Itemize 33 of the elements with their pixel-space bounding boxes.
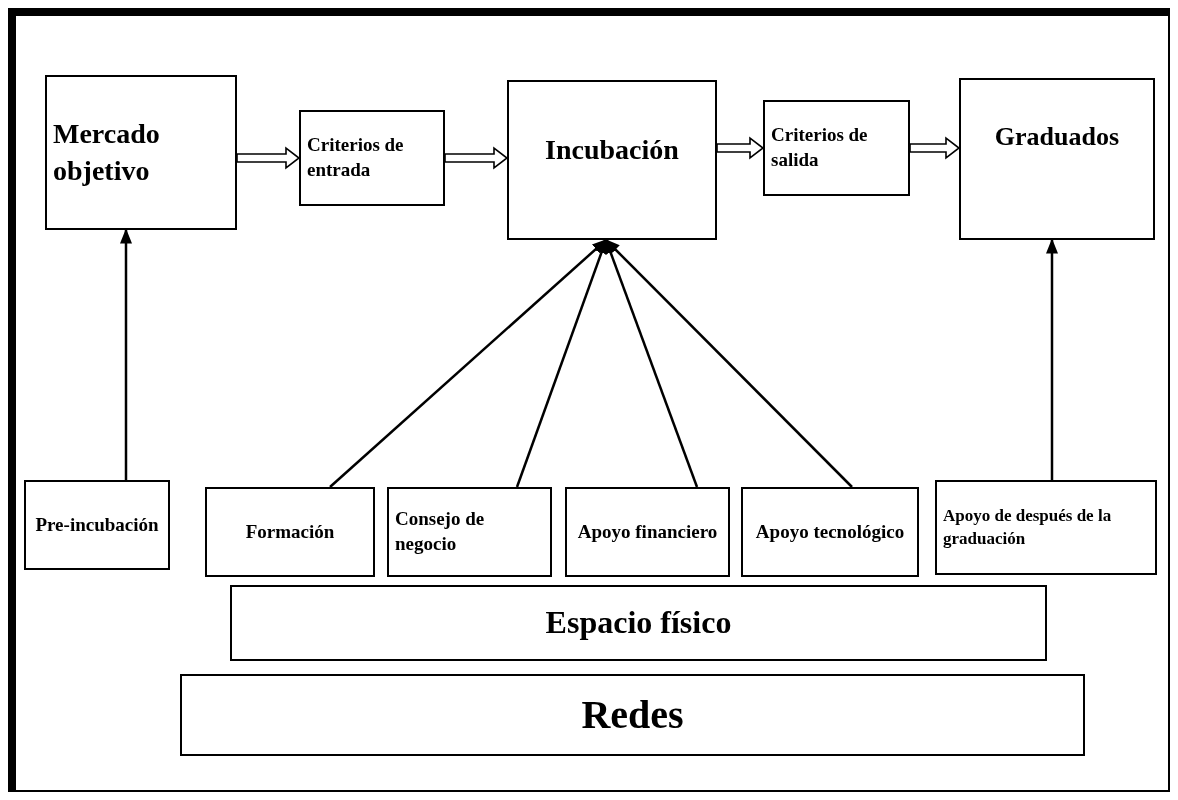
arrow [604,238,853,488]
node-label: Redes [581,691,684,739]
node-label: Consejo de negocio [395,507,486,556]
block-arrow [716,136,765,160]
band [180,674,1085,756]
node-label: Mercado objetivo [53,117,161,188]
node-label: Criterios de salida [771,123,869,172]
node-label: Incubación [545,133,679,167]
process-box [299,110,445,206]
arrow [120,228,132,480]
arrow [1046,238,1058,480]
node-label: Formación [245,519,335,544]
node-label: Espacio físico [545,603,732,643]
process-box [935,480,1157,575]
node-label: Apoyo financiero [577,519,718,544]
block-arrow [444,146,509,170]
process-box [45,75,237,230]
band [230,585,1047,661]
node-label: Apoyo de después de la graduación [943,505,1113,550]
process-box [24,480,170,570]
process-box [763,100,910,196]
process-box [959,78,1155,240]
block-arrow [909,136,961,160]
process-box [205,487,375,577]
process-box [507,80,717,240]
node-label: Graduados [994,121,1120,153]
process-box [565,487,730,577]
block-arrow [236,146,301,170]
process-box [387,487,552,577]
node-label: Apoyo tecnológico [755,519,905,544]
node-label: Criterios de entrada [307,133,405,182]
node-label: Pre-incubación [35,512,159,537]
process-box [741,487,919,577]
